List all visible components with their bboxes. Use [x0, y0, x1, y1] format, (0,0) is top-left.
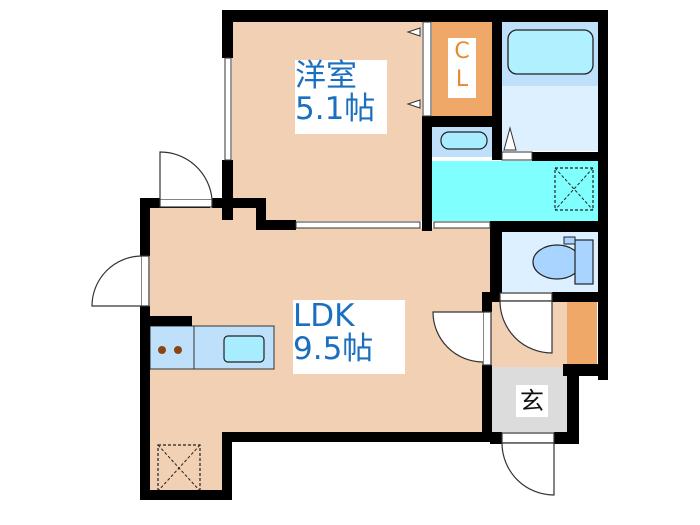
sliding-door-washroom: [433, 221, 491, 229]
stove-burner: [158, 346, 166, 354]
closet-label-l: L: [455, 67, 469, 92]
bath-door: [501, 151, 533, 161]
walls: [140, 10, 608, 500]
stove-burner: [174, 346, 182, 354]
western-room-name: 洋室: [295, 58, 357, 94]
closet-door: [422, 21, 432, 117]
bathtub: [507, 29, 594, 75]
western-room-size: 5.1帖: [295, 90, 376, 127]
closet-label: C L: [448, 38, 476, 98]
kitchen-sink: [223, 335, 265, 363]
bathroom-lower: [502, 86, 598, 151]
toilet-tank: [574, 239, 594, 285]
closet-label-c: C: [454, 39, 470, 64]
ldk-label: LDK 9.5帖: [293, 300, 405, 374]
ldk-name: LDK: [293, 298, 355, 334]
washroom-floor: [432, 161, 598, 221]
entrance-label: 玄: [516, 385, 548, 417]
window-west: [224, 57, 232, 161]
ldk-size: 9.5帖: [293, 330, 374, 367]
toilet-bowl: [532, 244, 582, 280]
western-room-label: 洋室 5.1帖: [295, 60, 387, 134]
floor-hatch: [157, 444, 201, 492]
washbasin: [440, 131, 488, 150]
shoe-closet: [567, 302, 597, 364]
sliding-door-western: [295, 221, 421, 229]
doors: [91, 151, 555, 496]
kitchen-stove: [149, 325, 195, 370]
